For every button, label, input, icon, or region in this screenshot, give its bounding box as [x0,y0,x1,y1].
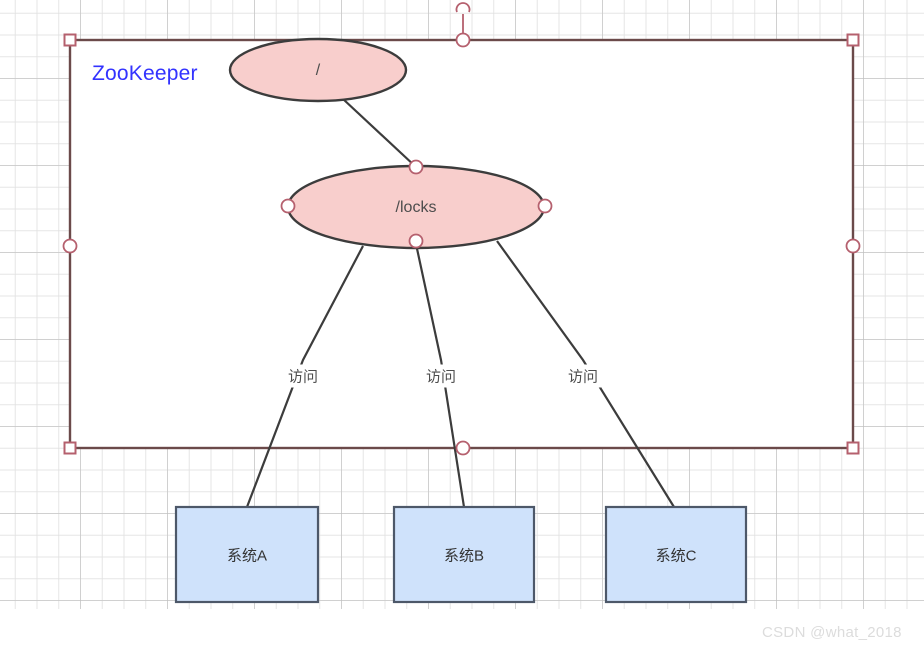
locks-connection-handles[interactable] [280,159,553,249]
locks-handle-left[interactable] [280,198,296,214]
edge-root-to-locks[interactable] [342,98,417,168]
locks-handle-right[interactable] [537,198,553,214]
root-znode-ellipse[interactable] [228,37,408,103]
system-a-box[interactable] [174,505,320,604]
edge-locks-to-system-c[interactable] [496,240,675,508]
locks-handle-bottom[interactable] [408,233,424,249]
znode-group [228,37,546,250]
handle-middle-left[interactable] [62,238,78,254]
locks-handle-top[interactable] [408,159,424,175]
handle-bottom-center[interactable] [455,440,471,456]
handle-bottom-left[interactable] [63,441,77,455]
handle-top-left[interactable] [63,33,77,47]
system-box-group [174,505,748,604]
edge-locks-to-system-b[interactable] [414,243,466,508]
handle-top-center[interactable] [455,32,471,48]
system-b-box[interactable] [392,505,536,604]
watermark: CSDN @what_2018 [762,624,902,641]
handle-bottom-right[interactable] [846,441,860,455]
handle-top-right[interactable] [846,33,860,47]
rotate-handle-icon[interactable] [455,2,471,13]
edge-group [245,98,675,508]
edge-locks-to-system-a[interactable] [245,245,364,508]
system-c-box[interactable] [604,505,748,604]
handle-middle-right[interactable] [845,238,861,254]
container-selection-handles[interactable] [62,2,861,456]
